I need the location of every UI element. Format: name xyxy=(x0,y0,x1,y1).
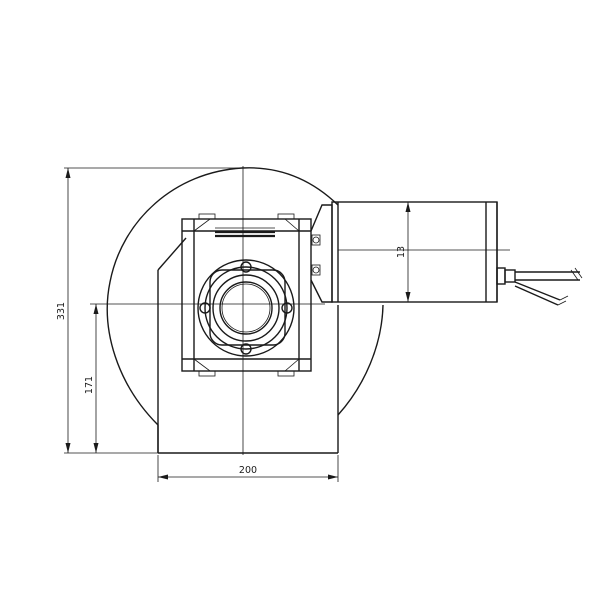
motor xyxy=(310,201,498,303)
dimension-shaft-height: 171 xyxy=(84,304,99,453)
dimension-motor-diameter: 13 xyxy=(396,202,411,302)
gearbox xyxy=(181,213,312,377)
name-plate xyxy=(215,227,275,238)
dimension-label-overall-height: 331 xyxy=(56,302,67,320)
bolt-hole xyxy=(281,302,293,314)
dimension-base-width: 200 xyxy=(157,455,339,482)
cable xyxy=(496,267,583,306)
dimension-label-shaft-height: 171 xyxy=(84,376,95,394)
dimension-label-base-width: 200 xyxy=(239,465,257,476)
volute-housing xyxy=(106,167,384,454)
center-lines xyxy=(90,166,510,455)
dimension-label-motor-diameter: 13 xyxy=(396,246,407,258)
output-flange xyxy=(197,259,295,357)
dimension-overall-height: 331 xyxy=(56,167,240,454)
bolt-hole xyxy=(199,302,211,314)
